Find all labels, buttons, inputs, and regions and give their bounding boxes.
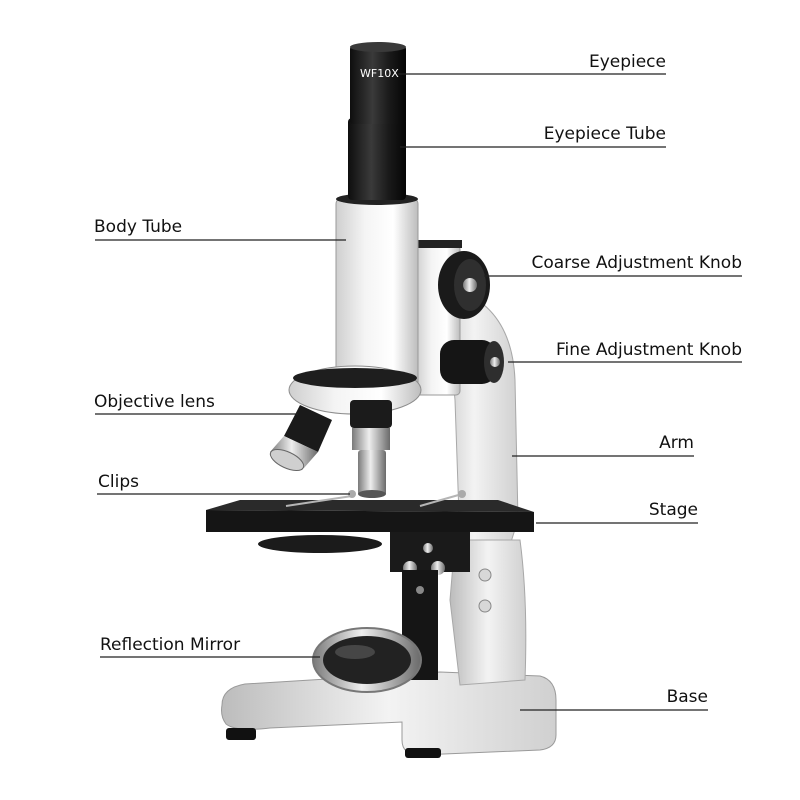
label-fine-adjustment-knob: Fine Adjustment Knob	[555, 340, 742, 360]
label-coarse-adjustment-knob: Coarse Adjustment Knob	[531, 253, 742, 273]
fine-adjustment-knob	[440, 340, 504, 384]
stage	[206, 500, 534, 575]
reflection-mirror	[312, 627, 422, 693]
label-stage: Stage	[648, 500, 698, 520]
eyepiece-tube	[348, 118, 406, 200]
body-tube	[335, 193, 419, 391]
eyepiece	[350, 42, 406, 124]
objective-lens-center	[350, 400, 392, 498]
leader-lines	[95, 73, 742, 711]
eyepiece-engraving: WF10X	[360, 67, 399, 80]
label-objective-lens: Objective lens	[94, 392, 215, 412]
clips	[285, 490, 466, 507]
label-clips: Clips	[98, 472, 139, 492]
label-base: Base	[666, 687, 708, 707]
label-reflection-mirror: Reflection Mirror	[100, 635, 241, 655]
label-eyepiece: Eyepiece	[588, 52, 666, 72]
label-arm: Arm	[659, 433, 694, 453]
coarse-adjustment-knob	[438, 251, 490, 319]
objective-lens-left	[269, 405, 332, 472]
base	[221, 671, 557, 758]
label-body-tube: Body Tube	[94, 217, 183, 237]
label-eyepiece-tube: Eyepiece Tube	[543, 124, 666, 144]
